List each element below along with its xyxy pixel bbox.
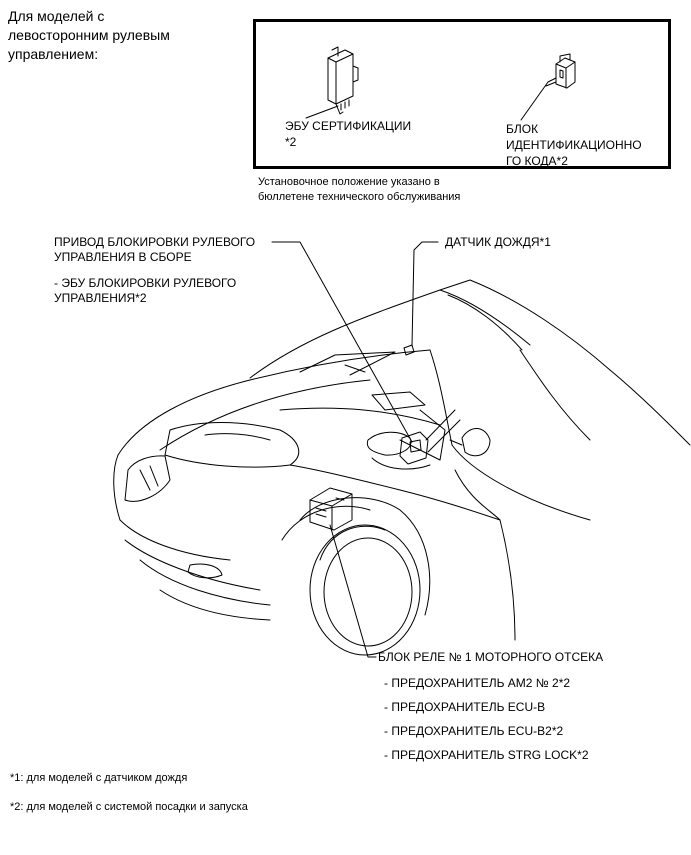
relay-block-label: БЛОК РЕЛЕ № 1 МОТОРНОГО ОТСЕКА: [378, 650, 604, 664]
footnote-1: *1: для моделей с датчиком дождя: [10, 772, 188, 784]
id-block-leader: [520, 81, 549, 121]
fuse-strg-label: - ПРЕДОХРАНИТЕЛЬ STRG LOCK*2: [384, 748, 589, 762]
header-line-2: левосторонним рулевым: [8, 27, 170, 43]
rain-sensor-label: ДАТЧИК ДОЖДЯ*1: [445, 235, 551, 249]
fuse-ecub-label: - ПРЕДОХРАНИТЕЛЬ ECU-B: [384, 700, 546, 714]
steering-ecu-label-2: УПРАВЛЕНИЯ*2: [54, 291, 147, 305]
inset-note-2: бюллетене технического обслуживания: [258, 191, 461, 203]
inset-box: [253, 19, 671, 169]
id-block-label-3: ГО КОДА*2: [506, 154, 568, 168]
steering-lock-illustration: [399, 409, 461, 465]
rain-sensor-illustration: [403, 344, 415, 356]
inset-note-1: Установочное положение указано в: [258, 176, 440, 188]
relay-block-illustration: [309, 487, 353, 531]
id-block-label-1: БЛОК: [506, 122, 539, 136]
id-block-label-2: ИДЕНТИФИКАЦИОННО: [506, 138, 642, 152]
ecu-certification-illustration: [327, 46, 359, 115]
ecu-cert-label-2: *2: [285, 135, 297, 149]
steering-lock-label-2: УПРАВЛЕНИЯ В СБОРЕ: [54, 250, 192, 264]
steering-ecu-label-1: - ЭБУ БЛОКИРОВКИ РУЛЕВОГО: [54, 276, 237, 290]
id-code-block-illustration: [545, 53, 576, 89]
ecu-cert-label-1: ЭБУ СЕРТИФИКАЦИИ: [285, 119, 412, 133]
header-line-1: Для моделей с: [8, 8, 105, 24]
car-body: [113, 279, 691, 656]
ecu-cert-leader: [305, 105, 339, 119]
header-line-3: управлением:: [8, 46, 99, 62]
steering-lock-label-1: ПРИВОД БЛОКИРОВКИ РУЛЕВОГО: [54, 235, 256, 249]
fuse-ecub2-label: - ПРЕДОХРАНИТЕЛЬ ECU-B2*2: [384, 724, 564, 738]
fuse-am2-label: - ПРЕДОХРАНИТЕЛЬ AM2 № 2*2: [384, 676, 571, 690]
leader-lines: [271, 241, 439, 658]
footnote-2: *2: для моделей с системой посадки и зап…: [10, 801, 248, 813]
